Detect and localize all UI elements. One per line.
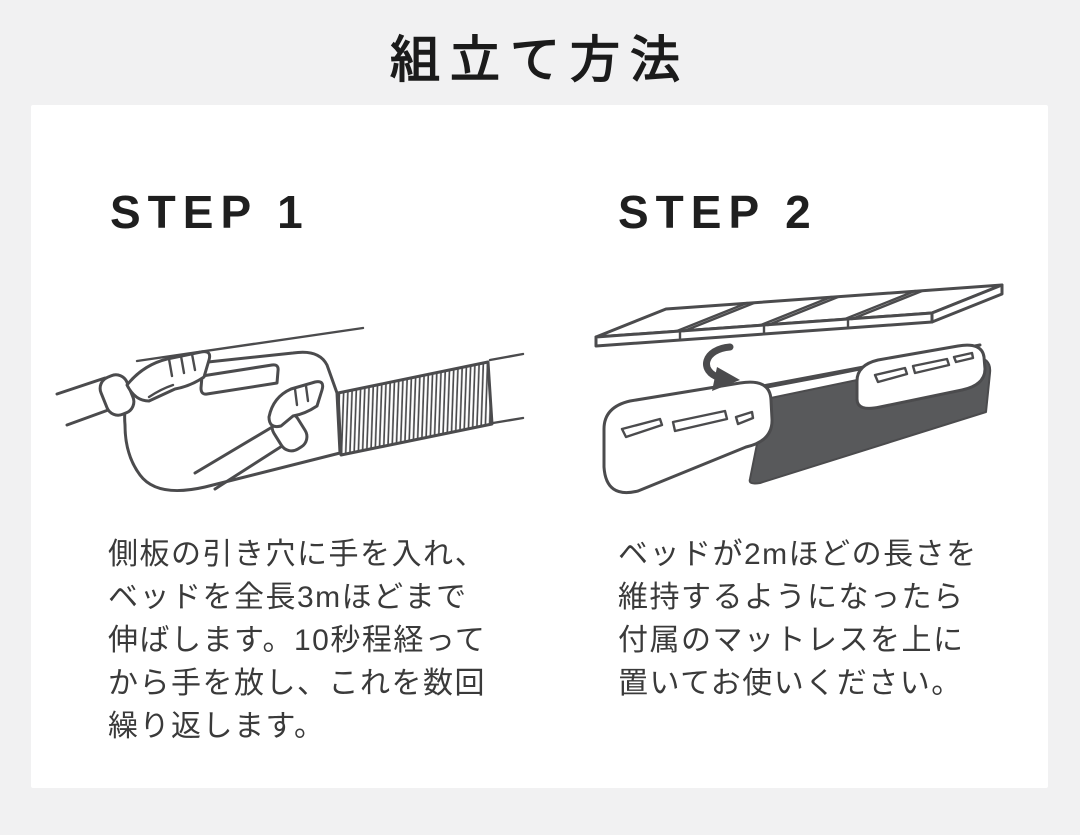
hands-pulling-bed-illustration <box>55 326 525 493</box>
pleated-bed-body <box>336 360 494 457</box>
instruction-panel: STEP 1 <box>31 105 1048 788</box>
down-arrow-curve <box>703 343 734 382</box>
mattress-fold-divisions <box>675 289 924 342</box>
left-hand-fingers <box>147 352 197 399</box>
step-2-figure <box>580 267 1040 502</box>
left-arm-lines <box>55 376 113 427</box>
far-panel-slots <box>873 351 975 384</box>
step-1-description: 側板の引き穴に手を入れ、 ベッドを全長3mほどまで 伸ばします。10秒程経って … <box>108 538 487 743</box>
pull-hole-slot <box>199 363 280 396</box>
step-2-description: ベッドが2mほどの長さを 維持するようになったら 付属のマットレスを上に 置いて… <box>618 538 978 700</box>
right-arm-lines <box>193 421 295 491</box>
mattress-on-bed-illustration <box>594 283 1004 494</box>
bed-top-edge-line <box>135 326 365 363</box>
right-hand-fingers <box>293 384 310 407</box>
bed-extension-lines <box>488 352 525 425</box>
step-2-heading: STEP 2 <box>618 186 818 238</box>
mattress-right-edge <box>930 283 1004 324</box>
bed-far-end-panel <box>855 343 987 410</box>
step-1-figure <box>55 297 525 507</box>
page-title: 組立て方法 <box>390 32 690 88</box>
near-panel-slots <box>620 409 755 439</box>
bed-near-end-panel <box>602 380 774 494</box>
down-arrow-head <box>712 367 740 391</box>
left-hand <box>125 350 212 403</box>
step-1-heading: STEP 1 <box>110 186 310 238</box>
